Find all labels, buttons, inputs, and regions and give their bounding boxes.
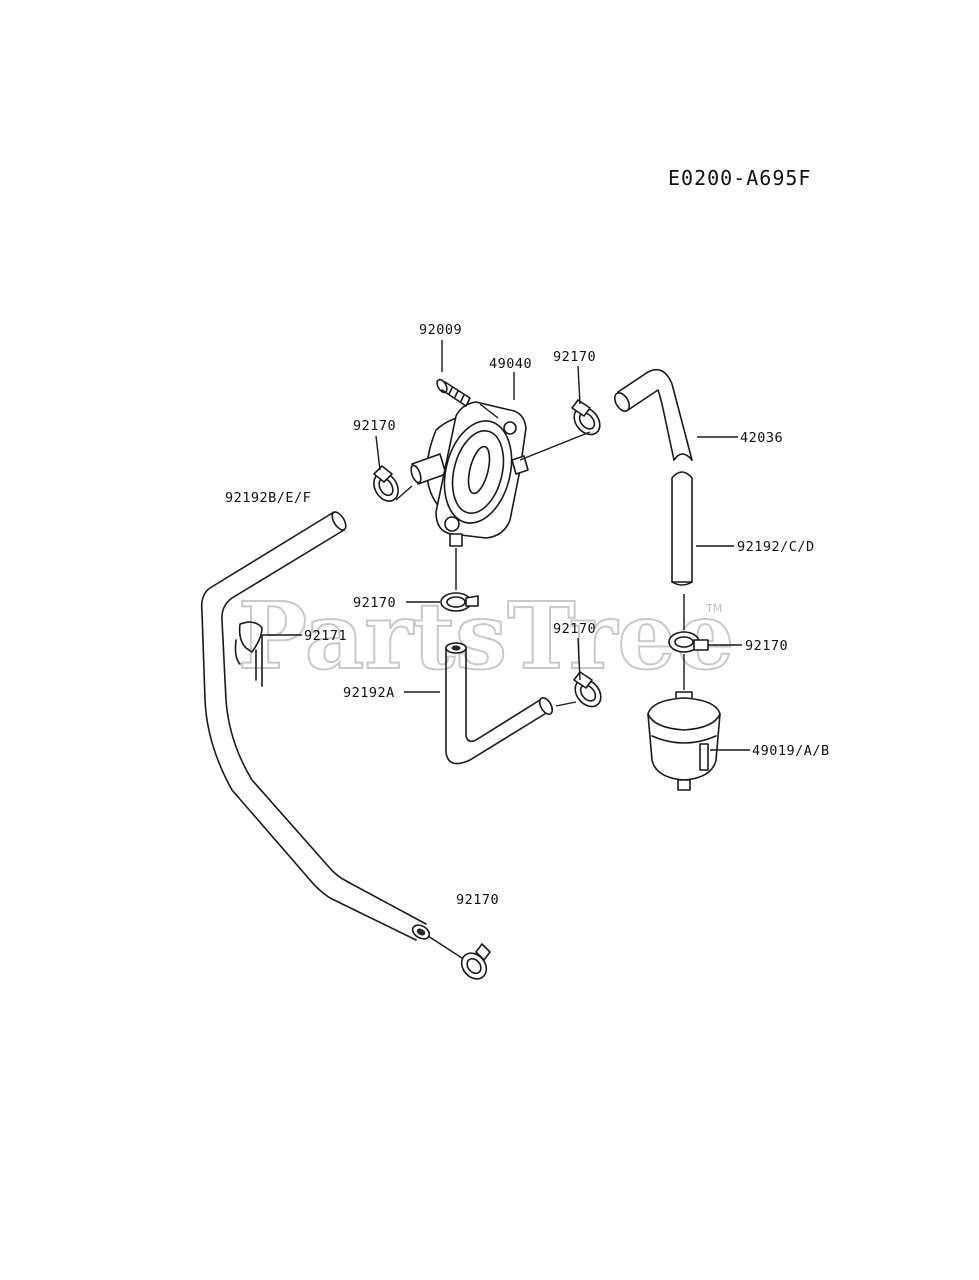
callout-92170-bottom[interactable]: 92170 [456,892,499,908]
callout-92170-top[interactable]: 92170 [553,349,596,365]
clamp-filter-part[interactable] [668,631,709,653]
callout-92170-left[interactable]: 92170 [353,418,396,434]
callout-92009[interactable]: 92009 [419,322,462,338]
clip-part[interactable] [234,621,263,687]
clamp-mid-part[interactable] [440,592,479,612]
callout-92170-filter[interactable]: 92170 [745,638,788,654]
callout-92192A[interactable]: 92192A [343,685,395,701]
hose-right-part[interactable] [671,471,693,586]
watermark-text: PartsTree [238,582,734,690]
clamp-top-part[interactable] [569,399,605,440]
callout-92192B-E-F[interactable]: 92192B/E/F [225,490,311,506]
bolt-part[interactable] [435,378,471,407]
callout-92171[interactable]: 92171 [304,628,347,644]
watermark-trademark: TM [705,602,722,615]
callout-labels: 92009 49040 92170 42036 92170 92192B/E/F… [225,322,830,908]
callout-49040[interactable]: 49040 [489,356,532,372]
hose-a-part[interactable] [445,642,555,765]
leader-lines [262,340,750,959]
callout-42036[interactable]: 42036 [740,430,783,446]
clamp-mid-right-part[interactable] [570,671,606,712]
hose-long-part[interactable] [200,510,432,942]
elbow-hose-part[interactable] [612,368,693,461]
callout-92170-mid[interactable]: 92170 [353,595,396,611]
callout-92170-mid-right[interactable]: 92170 [553,621,596,637]
callout-49019-A-B[interactable]: 49019/A/B [752,743,830,759]
fuel-filter-part[interactable] [647,691,721,791]
callout-92192-C-D[interactable]: 92192/C/D [737,539,815,555]
clamp-left-part[interactable] [369,465,403,505]
diagram-code: E0200-A695F [668,166,811,190]
fuel-pump-part[interactable] [409,401,529,547]
clamp-bottom-part[interactable] [457,943,492,984]
watermark: PartsTree TM [237,581,735,691]
